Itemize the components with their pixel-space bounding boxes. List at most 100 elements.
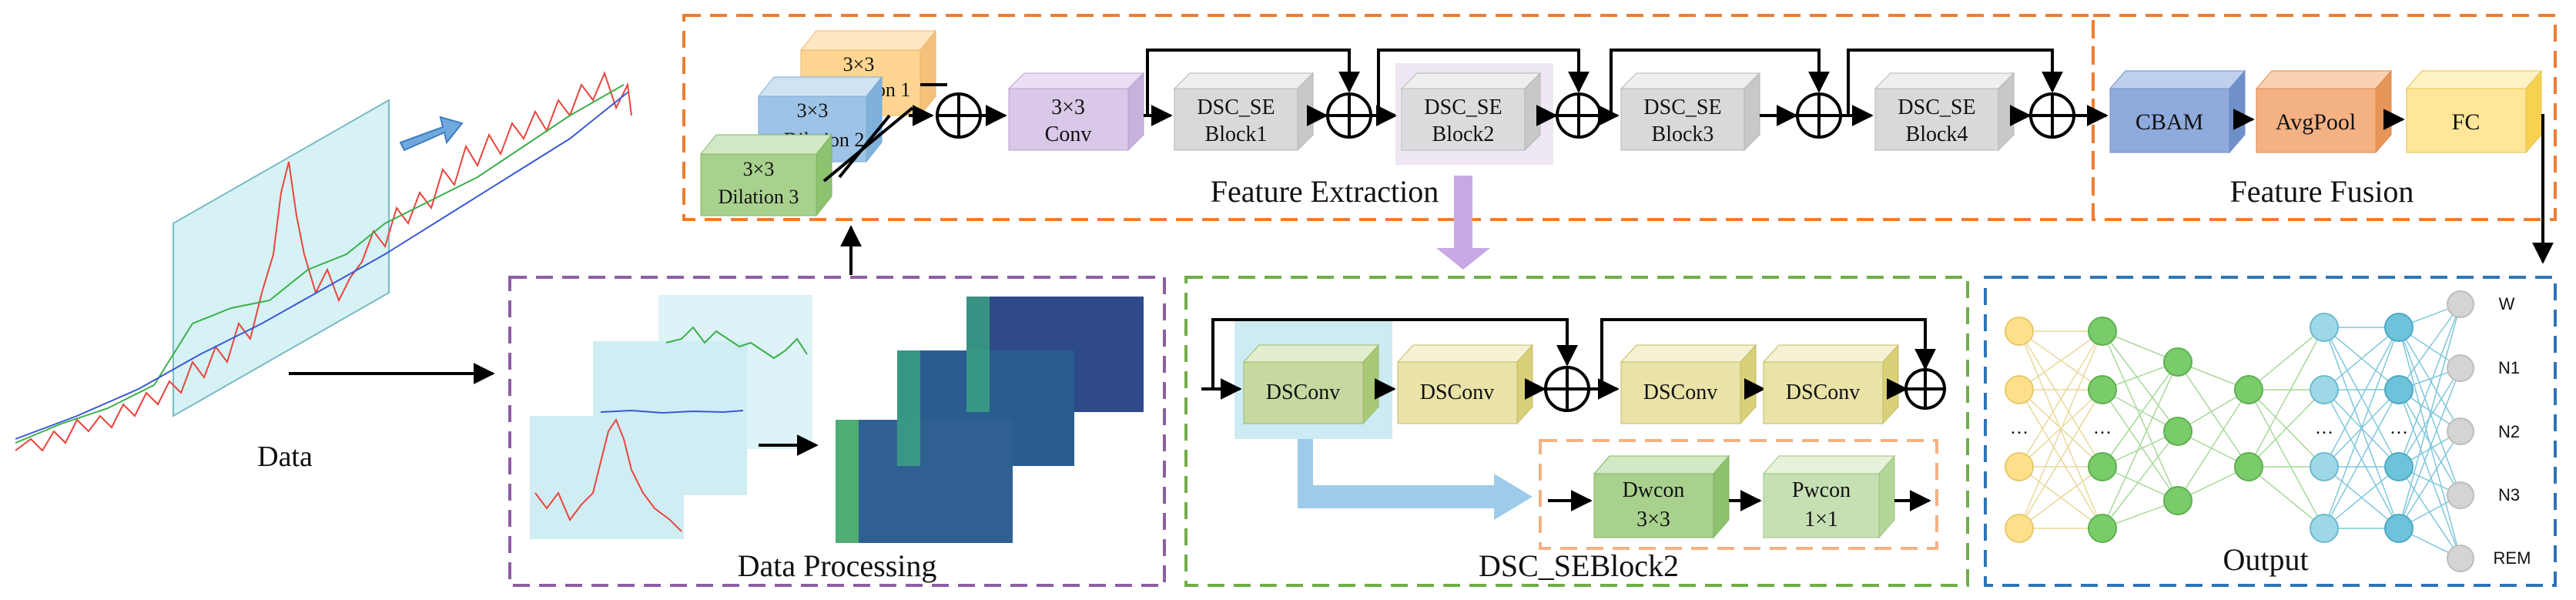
signal-blue-trace xyxy=(15,92,628,440)
feature-extraction-label: Feature Extraction xyxy=(1211,174,1439,209)
fusion-to-output-line xyxy=(2532,114,2554,264)
network-edge xyxy=(2398,303,2461,391)
sum-node-5 xyxy=(2029,92,2075,139)
dwconv-block: Dwcon 3×3 xyxy=(1593,454,1730,539)
svg-text:FC: FC xyxy=(2452,109,2481,135)
class-label-n1: N1 xyxy=(2498,358,2520,377)
network-edge xyxy=(2018,330,2103,529)
sum-node-1 xyxy=(936,92,982,139)
network-edge xyxy=(2248,389,2325,529)
sum-node-3 xyxy=(1556,92,1602,139)
signal-red-trace xyxy=(15,71,632,452)
feature-fusion-frame xyxy=(2092,14,2557,221)
network-neuron xyxy=(2384,514,2414,543)
dsc-se-block-3: DSC_SE Block3 xyxy=(1620,72,1761,152)
network-neuron xyxy=(2310,313,2339,342)
dsconv-block-2: DSConv xyxy=(1396,344,1534,425)
network-neuron xyxy=(2088,452,2117,481)
network-ellipses: … … … … xyxy=(2010,418,2408,438)
network-edge xyxy=(2398,389,2461,559)
skip-connection-3 xyxy=(1610,49,1830,116)
sum-node-4 xyxy=(1796,92,1842,139)
network-neuron xyxy=(2310,452,2339,481)
dsc-skip-2 xyxy=(1600,318,1936,389)
svg-text:AvgPool: AvgPool xyxy=(2276,109,2356,135)
data-plane xyxy=(173,99,390,417)
ellipsis-layer1: … xyxy=(2010,418,2028,438)
network-edge xyxy=(2398,466,2461,559)
class-label-w: W xyxy=(2499,294,2515,313)
network-edge xyxy=(2398,389,2461,496)
svg-text:Block3: Block3 xyxy=(1652,122,1714,146)
network-neuron xyxy=(2005,375,2034,404)
block2-expand-arrow xyxy=(1436,176,1490,270)
skip-connection-4 xyxy=(1847,49,2063,116)
svg-text:DSC_SE: DSC_SE xyxy=(1424,96,1502,119)
dwpw-frame xyxy=(1539,439,1938,550)
dsc-sum-node-1 xyxy=(1544,366,1590,412)
svg-text:Dilation 3: Dilation 3 xyxy=(719,186,799,208)
dsc-skip-1 xyxy=(1211,318,1578,389)
svg-text:DSConv: DSConv xyxy=(1266,380,1340,404)
network-neuron xyxy=(2163,417,2192,446)
network-neuron xyxy=(2234,452,2263,481)
svg-text:DSConv: DSConv xyxy=(1420,380,1494,404)
network-edge xyxy=(2323,327,2400,391)
signal-green-trace xyxy=(15,84,625,444)
feature-extraction-frame xyxy=(682,14,2095,221)
svg-text:DSConv: DSConv xyxy=(1643,380,1717,404)
network-edge xyxy=(2398,303,2461,529)
network-edge xyxy=(2248,466,2325,529)
dsc-se-block-1: DSC_SE Block1 xyxy=(1173,72,1315,152)
network-edge xyxy=(2398,367,2461,529)
conv-block: 3×3 Conv xyxy=(1007,72,1145,152)
network-edge xyxy=(2323,327,2400,468)
svg-text:3×3: 3×3 xyxy=(1636,508,1670,531)
svg-text:3×3: 3×3 xyxy=(743,158,775,180)
output-neuron xyxy=(2447,545,2474,572)
sum-node-2 xyxy=(1326,92,1372,139)
feature-fusion-label: Feature Fusion xyxy=(2230,174,2414,209)
output-neuron xyxy=(2447,481,2474,509)
output-neuron xyxy=(2447,417,2474,445)
output-neuron xyxy=(2447,354,2474,382)
network-edge xyxy=(2018,389,2103,468)
pwconv-block: Pwcon 1×1 xyxy=(1762,454,1896,539)
dsconv-expand-arrow xyxy=(1298,439,1533,520)
data-processing-frame xyxy=(508,276,1166,587)
dsc-seblock2-label: DSC_SEBlock2 xyxy=(1479,548,1679,583)
data-label: Data xyxy=(257,441,313,473)
network-neuron xyxy=(2088,317,2117,346)
dilation-block-3: 3×3 Dilation 3 xyxy=(699,133,833,217)
dsc-sum-node-2 xyxy=(1904,368,1946,410)
fc-block: FC xyxy=(2405,69,2543,154)
network-edge xyxy=(2102,361,2179,529)
avgpool-block: AvgPool xyxy=(2255,69,2393,154)
svg-text:3×3: 3×3 xyxy=(797,99,829,122)
network-neuron xyxy=(2234,375,2263,404)
dsconv-block-4: DSConv xyxy=(1762,344,1900,425)
processing-signal-panels xyxy=(530,295,812,539)
svg-text:CBAM: CBAM xyxy=(2136,109,2203,135)
dsc-seblock2-frame xyxy=(1184,276,1969,587)
network-edge xyxy=(2102,431,2179,529)
network-neuron xyxy=(2310,375,2339,404)
shift-arrow-icon xyxy=(399,116,464,152)
network-edge xyxy=(2018,330,2103,391)
network-neuron xyxy=(2088,375,2117,404)
svg-text:1×1: 1×1 xyxy=(1804,508,1838,531)
svg-text:3×3: 3×3 xyxy=(843,53,875,75)
svg-text:DSC_SE: DSC_SE xyxy=(1197,96,1275,119)
network-neuron xyxy=(2384,452,2414,481)
svg-text:Block2: Block2 xyxy=(1432,122,1495,146)
network-neuron xyxy=(2310,514,2339,543)
network-neuron xyxy=(2163,486,2192,515)
skip-connection-1 xyxy=(1146,49,1360,116)
output-label: Output xyxy=(2223,542,2308,577)
data-section: Data xyxy=(15,71,632,473)
network-neuron xyxy=(2005,317,2034,346)
network-nodes xyxy=(2005,290,2474,572)
skip-connection-2 xyxy=(1377,49,1589,116)
